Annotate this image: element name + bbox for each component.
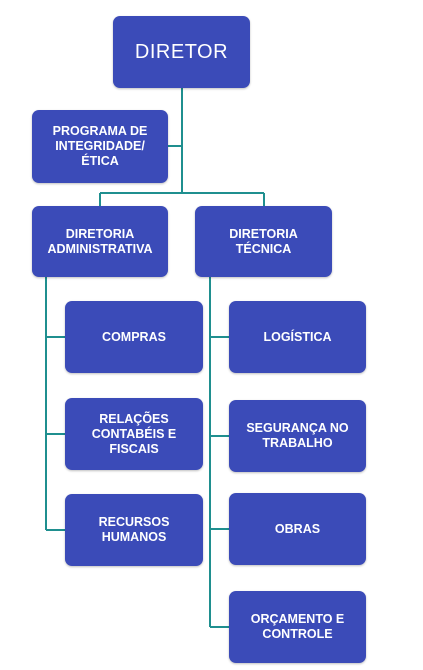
technical-directorate-box[interactable]: DIRETORIA TÉCNICA	[195, 206, 332, 277]
relacoes-contabeis-fiscais-box[interactable]: RELAÇÕES CONTABÉIS E FISCAIS	[65, 398, 203, 470]
logistica-box[interactable]: LOGÍSTICA	[229, 301, 366, 373]
director-label: DIRETOR	[134, 40, 229, 63]
technical-directorate-label: DIRETORIA TÉCNICA	[229, 226, 298, 256]
compras-box[interactable]: COMPRAS	[65, 301, 203, 373]
orcamento-controle-box[interactable]: ORÇAMENTO E CONTROLE	[229, 591, 366, 663]
integrity-program-box[interactable]: PROGRAMA DE INTEGRIDADE/ÉTICA	[32, 110, 168, 183]
seguranca-trabalho-label: SEGURANÇA NO TRABALHO	[246, 421, 349, 450]
compras-label: COMPRAS	[102, 329, 166, 344]
integrity-program-label: PROGRAMA DE INTEGRIDADE/ÉTICA	[52, 124, 148, 168]
recursos-humanos-label: RECURSOS HUMANOS	[98, 515, 170, 544]
seguranca-trabalho-box[interactable]: SEGURANÇA NO TRABALHO	[229, 400, 366, 472]
recursos-humanos-box[interactable]: RECURSOS HUMANOS	[65, 494, 203, 566]
obras-box[interactable]: OBRAS	[229, 493, 366, 565]
director-box[interactable]: DIRETOR	[113, 16, 250, 88]
relacoes-contabeis-fiscais-label: RELAÇÕES CONTABÉIS E FISCAIS	[91, 411, 177, 456]
admin-directorate-box[interactable]: DIRETORIA ADMINISTRATIVA	[32, 206, 168, 277]
admin-directorate-label: DIRETORIA ADMINISTRATIVA	[47, 226, 153, 256]
logistica-label: LOGÍSTICA	[263, 329, 332, 344]
obras-label: OBRAS	[274, 521, 321, 536]
orcamento-controle-label: ORÇAMENTO E CONTROLE	[250, 612, 345, 641]
